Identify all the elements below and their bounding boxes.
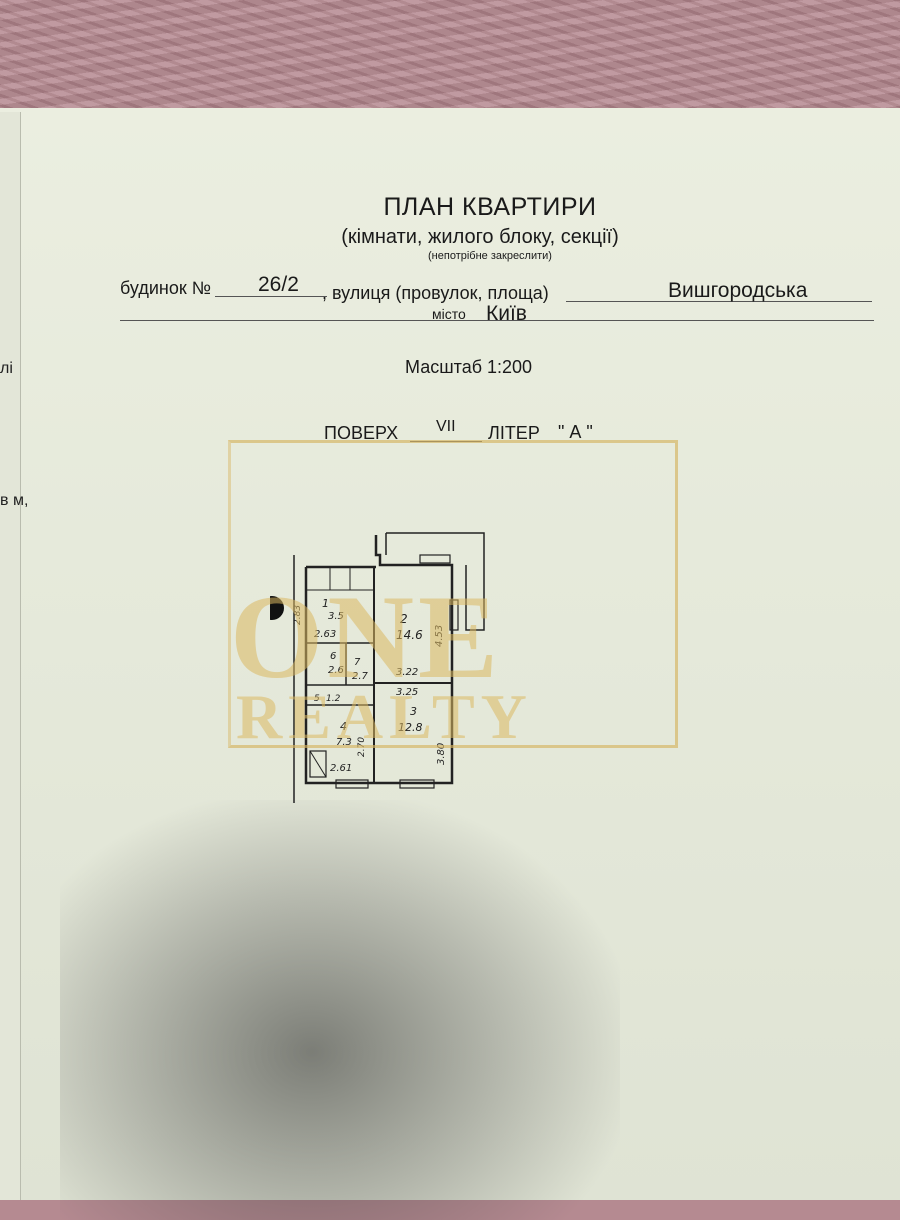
room-4-area: 7.3	[336, 737, 352, 748]
dim-2-63: 2.63	[314, 629, 336, 640]
dim-3-22: 3.22	[396, 667, 418, 678]
document-subtitle: (кімнати, жилого блоку, секції)	[341, 226, 619, 248]
house-number-underline	[215, 296, 327, 297]
dim-2-70: 2.70	[357, 737, 367, 757]
floor-value: VII	[436, 418, 456, 435]
room-2-number: 2	[400, 612, 408, 626]
house-number-label: будинок №	[120, 278, 212, 298]
city-value: Київ	[486, 302, 527, 325]
floor-plan: 1 3.5 2.63 2.83 2 14.6 4.53 3.22 3.25 3 …	[270, 532, 485, 803]
room-6-area: 2.6	[328, 665, 344, 676]
city-label: місто	[432, 306, 466, 322]
left-edge-fragment-2: в м,	[0, 492, 29, 509]
room-1-number: 1	[322, 597, 329, 610]
scale-label: Масштаб 1:200	[405, 357, 533, 377]
room-5-number: 5	[314, 694, 320, 704]
left-page-edge	[0, 112, 21, 1200]
floor-underline	[410, 441, 482, 442]
document-note: (непотрібне закреслити)	[428, 250, 552, 262]
house-number-value: 26/2	[258, 273, 299, 296]
street-label: , вулиця (провулок, площа)	[322, 283, 549, 303]
ink-blot	[270, 596, 284, 620]
floor-label: ПОВЕРХ	[324, 423, 399, 443]
street-underline	[566, 301, 872, 302]
dim-4-53: 4.53	[434, 625, 445, 647]
plan-balcony	[386, 532, 485, 631]
letter-value: " А "	[558, 422, 593, 442]
dim-3-80: 3.80	[436, 743, 447, 765]
room-2-area: 14.6	[396, 628, 423, 642]
dim-2-83: 2.83	[293, 605, 303, 625]
letter-label: ЛІТЕР	[488, 423, 540, 443]
room-3-area: 12.8	[398, 721, 423, 734]
dim-3-25: 3.25	[396, 687, 418, 698]
room-1-area: 3.5	[328, 611, 344, 622]
left-edge-fragment-1: лі	[0, 360, 13, 377]
document-title: ПЛАН КВАРТИРИ	[383, 193, 597, 221]
room-7-number: 7	[354, 657, 361, 668]
room-3-number: 3	[410, 705, 417, 718]
room-6-number: 6	[330, 651, 336, 662]
street-value: Вишгородська	[668, 279, 808, 302]
room-4-number: 4	[340, 720, 347, 733]
plan-outer-wall	[304, 535, 454, 785]
dim-2-61: 2.61	[330, 763, 352, 774]
city-underline	[120, 320, 874, 321]
room-7-area: 2.7	[352, 671, 369, 682]
room-5-area: 1.2	[326, 694, 341, 704]
